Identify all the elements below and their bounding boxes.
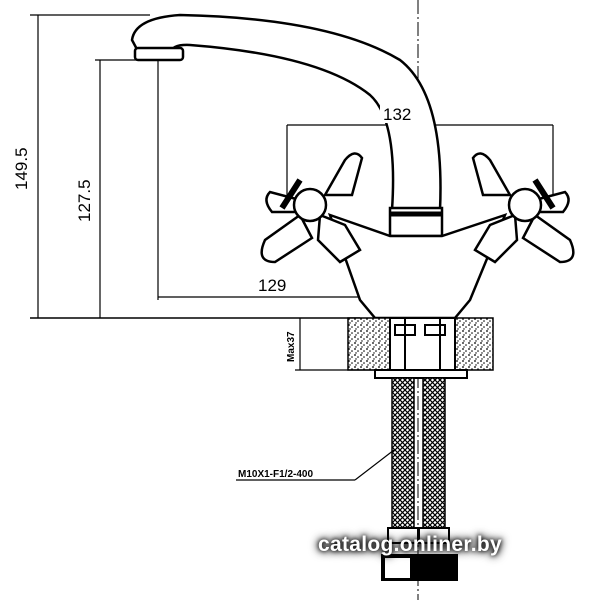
label-handle-span: 132 bbox=[383, 105, 411, 124]
label-total-height: 149.5 bbox=[12, 147, 31, 190]
label-hose-spec: M10X1-F1/2-400 bbox=[238, 469, 313, 480]
label-max-countertop: Max37 bbox=[286, 331, 297, 362]
faucet-body bbox=[327, 212, 508, 320]
dimension-spout-height bbox=[95, 59, 158, 318]
countertop-section bbox=[347, 317, 494, 379]
right-handle bbox=[471, 152, 575, 264]
left-handle bbox=[260, 152, 364, 264]
dimension-max-countertop bbox=[295, 318, 375, 371]
label-spout-height: 127.5 bbox=[75, 179, 94, 222]
label-spout-reach: 129 bbox=[258, 276, 286, 295]
label-handle-span-backing bbox=[380, 104, 416, 123]
dimension-total-height bbox=[30, 14, 150, 318]
aerator bbox=[133, 46, 185, 62]
hose-spec-leader bbox=[236, 449, 395, 481]
flexible-hoses bbox=[381, 377, 458, 581]
watermark: catalog.onliner.by bbox=[318, 533, 502, 556]
